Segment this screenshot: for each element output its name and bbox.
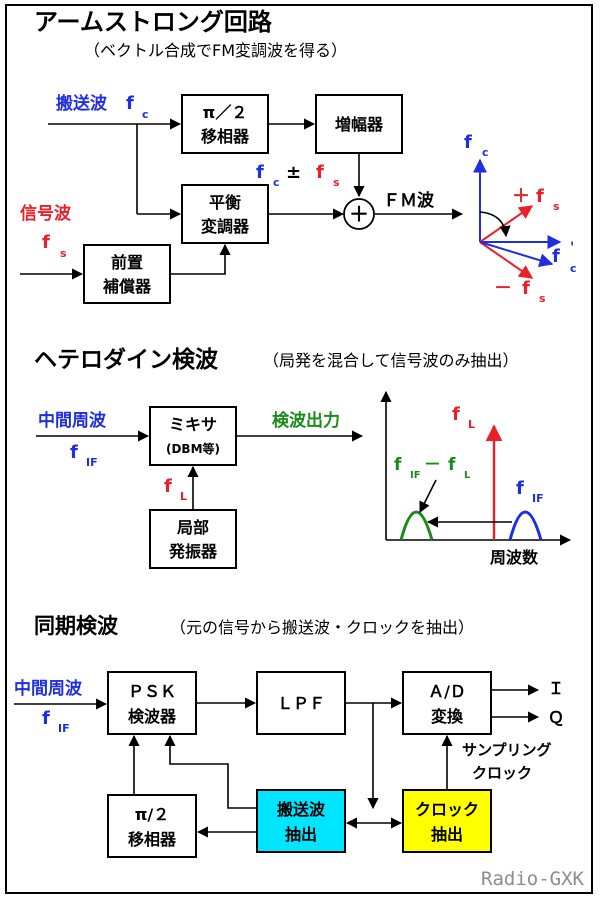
spectrum-diff-f2: f [448, 455, 456, 475]
clock-extract-line2: 抽出 [431, 825, 463, 844]
carrier-sub-c: c [142, 108, 149, 121]
amplifier-label: 増幅器 [335, 115, 384, 134]
sampling-clock-line2: クロック [472, 764, 532, 782]
signal-sub-s: s [60, 247, 67, 260]
spectrum-diff-f1: f [394, 455, 402, 475]
pre-compensator-box [83, 244, 171, 304]
output-q-label: Ｑ [548, 708, 564, 727]
het-if-label: 中間周波 [38, 410, 107, 431]
vector-minus-f: f [522, 278, 530, 299]
carrier-label: 搬送波 [56, 93, 108, 114]
ad-converter-box [402, 671, 492, 735]
sync-if-f: f [42, 708, 50, 729]
spectrum-diff-dash: － [424, 455, 441, 475]
clock-extract-line1: クロック [415, 800, 479, 819]
spectrum-diff-sub1: IF [410, 470, 421, 481]
het-if-sub: IF [86, 456, 98, 469]
fc-f-label: f [256, 162, 264, 183]
het-lo-f: f [164, 476, 172, 497]
pre-compensator-line1: 前置 [111, 253, 143, 272]
psk-detector-box [107, 671, 197, 735]
fs-f-label: f [316, 162, 324, 183]
vector-fcprime-prime: ' [570, 240, 574, 256]
sync-title: 同期検波 [34, 614, 119, 638]
spectrum-diff-sub2: L [464, 470, 471, 481]
pre-to-balanced-arrow [170, 243, 231, 275]
summing-symbol: ＋ [349, 202, 369, 226]
carrier-extract-box [256, 789, 346, 853]
output-i-label: Ｉ [548, 679, 564, 698]
lpf-label: ＬＰＦ [277, 694, 325, 713]
spectrum-freq-axis-label: 周波数 [490, 548, 539, 567]
fs-sub-label: s [333, 176, 340, 189]
balanced-modulator-line2: 変調器 [201, 217, 250, 236]
carrier-extract-line2: 抽出 [285, 825, 317, 844]
signal-f: f [42, 232, 50, 253]
mixer-line2: (DBM等) [166, 441, 220, 456]
mixer-line1: ミキサ [169, 415, 217, 434]
fc-sub-label: c [273, 176, 280, 189]
vector-plus-sign: ＋ [512, 186, 530, 207]
phase-shifter-line1: π／２ [203, 103, 248, 122]
signal-label: 信号波 [20, 203, 72, 224]
clock-extract-box [402, 789, 492, 853]
vector-fc-prime [479, 241, 554, 268]
carrier-to-psk-arrow [164, 734, 257, 809]
pre-compensator-line2: 補償器 [102, 277, 152, 296]
spectrum-fif-f: f [516, 478, 524, 499]
sampling-clock-line1: サンプリング [462, 741, 552, 759]
spectrum-diff-pointer [419, 479, 437, 514]
vector-rotation-arc [479, 211, 511, 238]
ad-converter-line2: 変換 [431, 707, 464, 726]
vector-minus-fs [479, 241, 534, 279]
local-oscillator-line2: 発振器 [168, 542, 218, 561]
sync-phase-shifter-box [107, 794, 197, 858]
carrier-f: f [126, 93, 134, 114]
spectrum-fif-sub: IF [532, 492, 544, 505]
het-lo-sub: L [180, 490, 187, 503]
vector-minus-sub: s [539, 292, 546, 305]
local-oscillator-line1: 局部 [177, 518, 209, 537]
spectrum-fl-f: f [452, 404, 460, 425]
phase-shifter-line2: 移相器 [201, 127, 250, 146]
vector-fc-f: f [464, 132, 472, 153]
vector-minus-sign: － [494, 278, 512, 299]
vector-plus-fs [479, 205, 534, 243]
vector-plus-f: f [536, 186, 544, 207]
psk-detector-line1: ＰＳＫ [128, 682, 176, 701]
outer-frame [5, 4, 593, 894]
watermark-text: Radio-GXK [481, 868, 584, 890]
psk-detector-line2: 検波器 [128, 707, 177, 726]
plus-minus-symbol: ± [286, 162, 301, 183]
vector-fcprime-f: f [552, 246, 560, 267]
spectrum-fl-sub: L [468, 418, 475, 431]
sync-phase-shifter-line2: 移相器 [128, 830, 177, 849]
sync-if-label: 中間周波 [14, 678, 83, 699]
sync-subtitle: （元の信号から搬送波・クロックを抽出） [170, 618, 474, 637]
ad-converter-line1: Ａ/Ｄ [428, 682, 466, 701]
armstrong-subtitle: （ベクトル合成でFM変調波を得る） [84, 41, 347, 60]
het-if-f: f [70, 442, 78, 463]
vector-fc-sub: c [482, 146, 489, 159]
vector-fcprime-sub: c [570, 262, 577, 275]
heterodyne-subtitle: （局発を混合して信号波のみ抽出） [263, 351, 519, 370]
sync-phase-shifter-line1: π/２ [135, 805, 170, 824]
carrier-extract-line1: 搬送波 [277, 800, 326, 819]
summing-junction [343, 198, 375, 230]
fm-wave-label: ＦＭ波 [383, 190, 435, 211]
spectrum-diff-lobe [399, 510, 434, 541]
balanced-modulator-line1: 平衡 [209, 193, 241, 212]
heterodyne-title: ヘテロダイン検波 [34, 346, 219, 373]
spectrum-if-lobe [508, 510, 543, 541]
sync-if-sub: IF [58, 722, 70, 735]
vector-plus-sub: s [553, 200, 560, 213]
det-output-label: 検波出力 [272, 410, 340, 431]
phase-shifter-box [181, 94, 269, 154]
armstrong-title: アームストロング回路 [34, 8, 273, 36]
mixer-box [149, 406, 237, 466]
